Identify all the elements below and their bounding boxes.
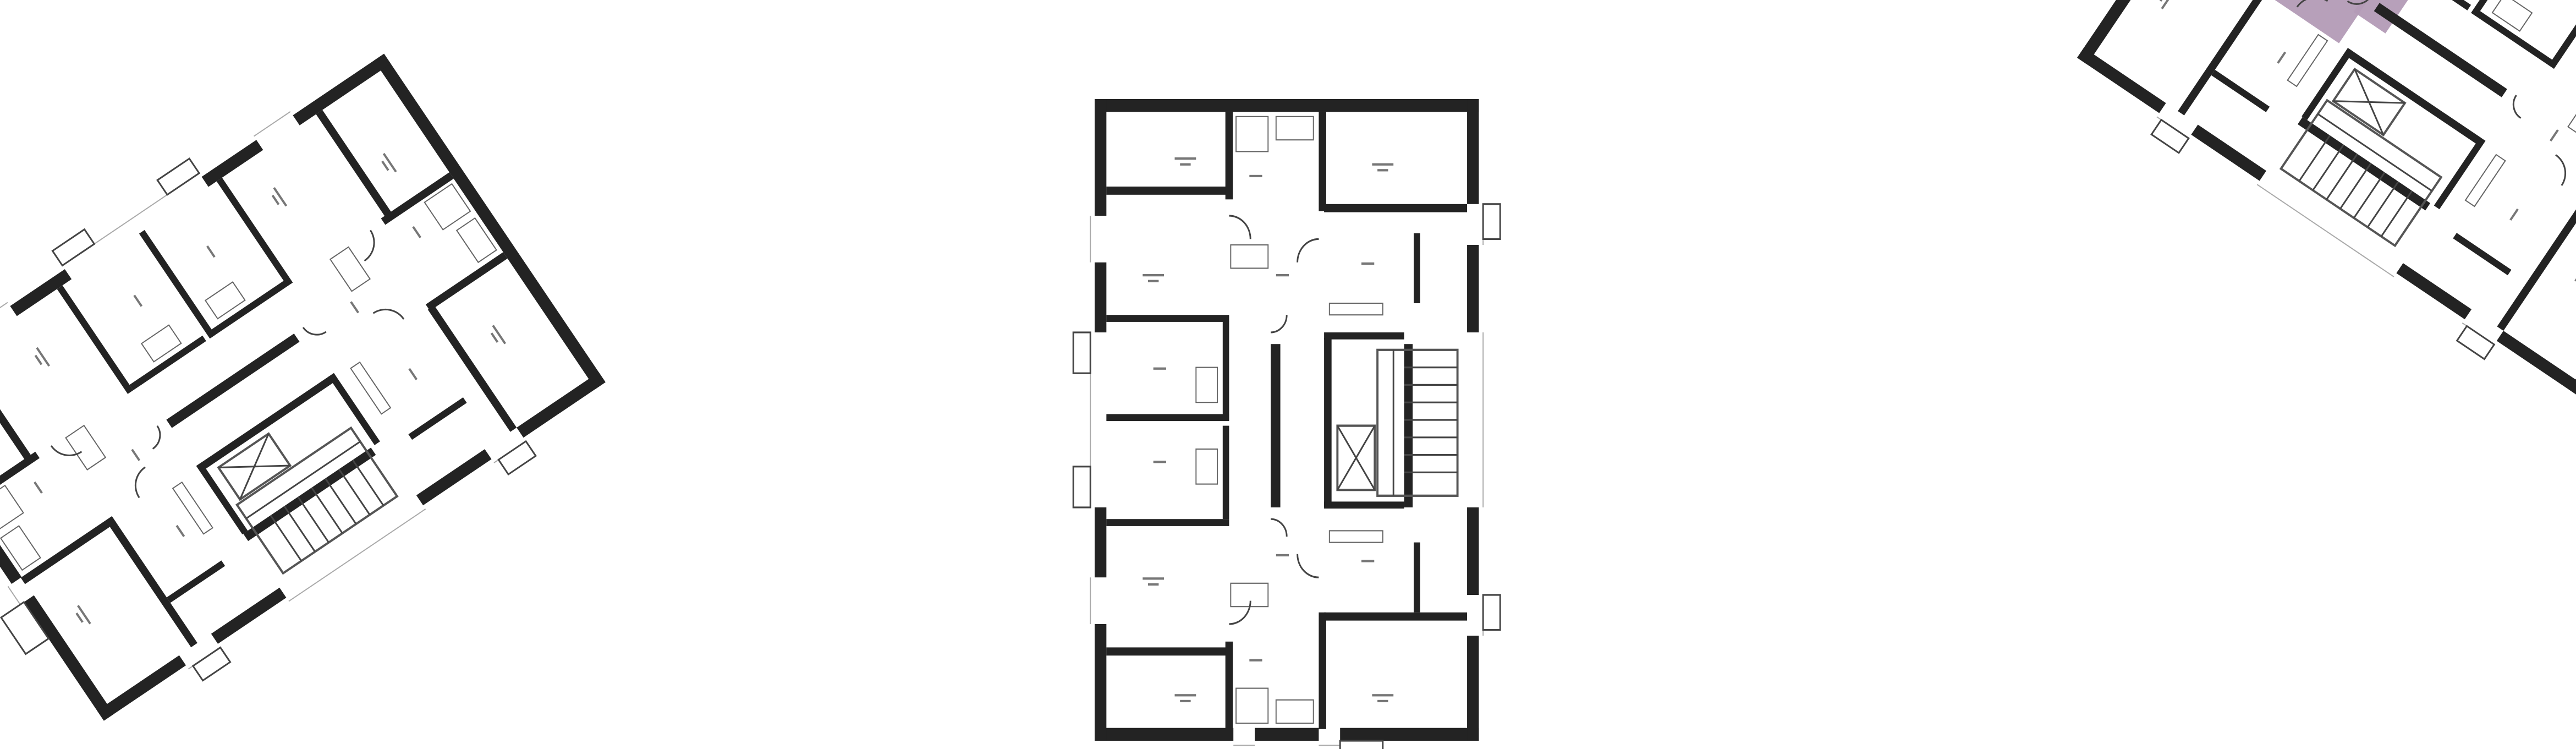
- highlighted-apartment: [2174, 0, 2465, 43]
- floor-plan-center: [1073, 99, 1500, 749]
- floor-plan-left: [0, 34, 619, 749]
- floor-plan-right: [2041, 0, 2576, 416]
